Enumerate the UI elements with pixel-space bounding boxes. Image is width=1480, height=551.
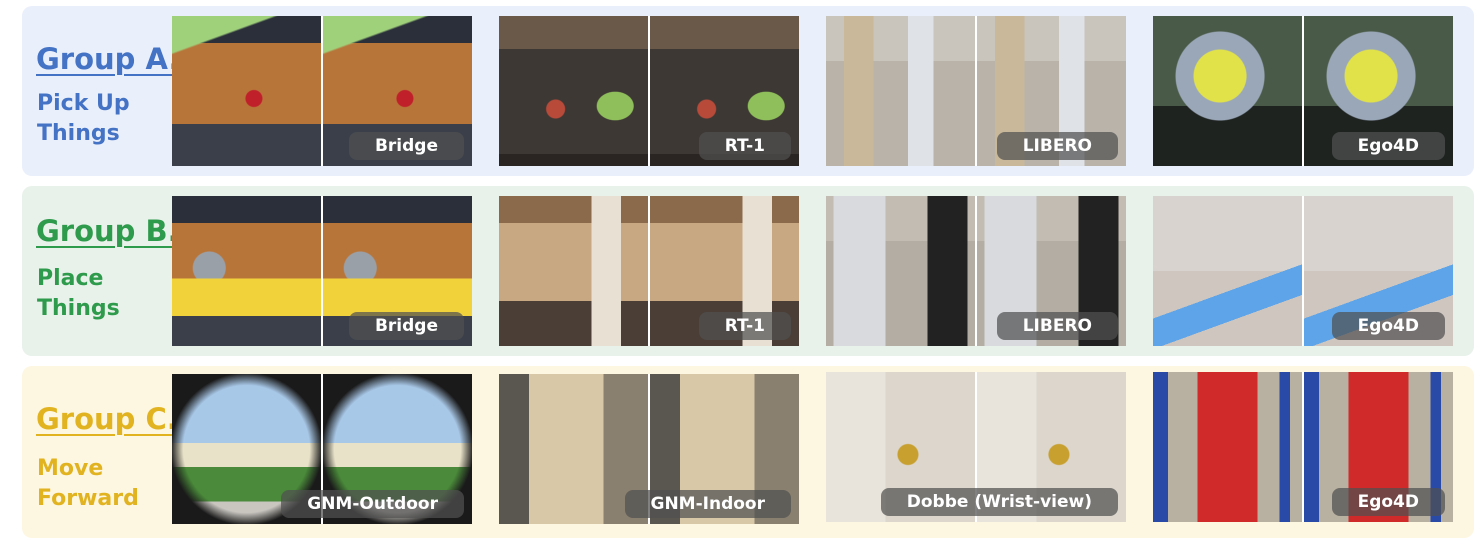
dataset-tag: LIBERO <box>996 132 1118 160</box>
frame-divider <box>975 16 977 166</box>
clip-ego4d-place: Ego4D <box>1153 196 1453 346</box>
frame-start <box>499 374 648 524</box>
clip-bridge-pick: Bridge <box>172 16 472 166</box>
frame-divider <box>648 374 650 524</box>
frame-divider <box>648 196 650 346</box>
group-b-title: Group B. <box>36 214 179 248</box>
clip-bridge-place: Bridge <box>172 196 472 346</box>
frame-divider <box>321 196 323 346</box>
frame-start <box>1153 372 1302 522</box>
group-b-subtitle-line2: Things <box>37 296 120 321</box>
group-c-subtitle-line1: Move <box>37 456 104 481</box>
dataset-tag: Ego4D <box>1331 312 1445 340</box>
frame-start <box>1153 16 1302 166</box>
frame-start <box>172 16 321 166</box>
group-a-subtitle-line1: Pick Up <box>37 91 130 116</box>
clip-ego4d-move: Ego4D <box>1153 372 1453 522</box>
clip-rt1-pick: RT-1 <box>499 16 799 166</box>
frame-start <box>172 196 321 346</box>
frame-start <box>826 196 975 346</box>
frame-divider <box>975 372 977 522</box>
dataset-tag: Bridge <box>348 132 464 160</box>
group-a-title: Group A. <box>36 42 180 76</box>
clip-ego4d-pick: Ego4D <box>1153 16 1453 166</box>
group-c-title: Group C. <box>36 402 178 436</box>
clip-libero-place: LIBERO <box>826 196 1126 346</box>
dataset-tag: LIBERO <box>996 312 1118 340</box>
frame-start <box>499 16 648 166</box>
dataset-tag: RT-1 <box>698 132 791 160</box>
frame-divider <box>648 16 650 166</box>
clip-dobbe-wrist: Dobbe (Wrist-view) <box>826 372 1126 522</box>
clip-gnm-outdoor: GNM-Outdoor <box>172 374 472 524</box>
frame-divider <box>1302 196 1304 346</box>
dataset-tag: Ego4D <box>1331 132 1445 160</box>
clip-gnm-indoor: GNM-Indoor <box>499 374 799 524</box>
dataset-tag: GNM-Indoor <box>624 490 791 518</box>
dataset-tag: Ego4D <box>1331 488 1445 516</box>
frame-divider <box>1302 372 1304 522</box>
group-a-subtitle-line2: Things <box>37 121 120 146</box>
frame-divider <box>321 374 323 524</box>
clip-libero-pick: LIBERO <box>826 16 1126 166</box>
frame-start <box>499 196 648 346</box>
frame-divider <box>1302 16 1304 166</box>
clip-rt1-place: RT-1 <box>499 196 799 346</box>
frame-start <box>826 16 975 166</box>
dataset-tag: RT-1 <box>698 312 791 340</box>
frame-divider <box>975 196 977 346</box>
group-b-subtitle-line1: Place <box>37 266 104 291</box>
dataset-tag: Dobbe (Wrist-view) <box>880 488 1118 516</box>
group-c-subtitle-line2: Forward <box>37 486 139 511</box>
dataset-tag: GNM-Outdoor <box>281 490 464 518</box>
dataset-tag: Bridge <box>348 312 464 340</box>
frame-start <box>1153 196 1302 346</box>
frame-divider <box>321 16 323 166</box>
